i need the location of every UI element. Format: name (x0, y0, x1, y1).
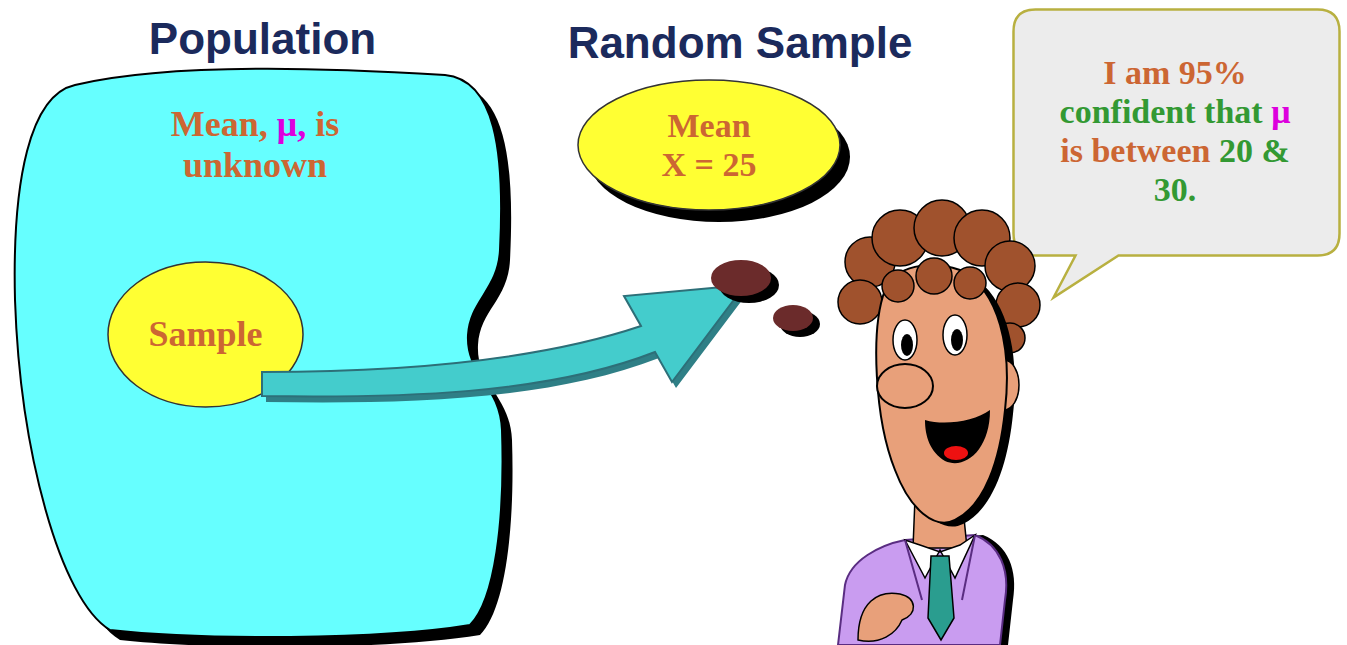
text-word: 20 (1219, 132, 1262, 169)
ellipse-heading: Random Sample (540, 18, 940, 69)
text-word: I (1103, 54, 1125, 91)
text-word: 30. (1154, 171, 1197, 208)
text-word: Mean (667, 107, 750, 144)
text-word: between (1091, 132, 1218, 169)
cartoon-man (838, 200, 1040, 645)
thought-dot (773, 305, 813, 331)
population-region: Sample PopulationMean, μ, is unknown (0, 0, 520, 645)
text-word: is (315, 104, 339, 144)
text-word: unknown (183, 145, 327, 185)
text-word: Sample (148, 314, 262, 354)
thought-dot (711, 260, 771, 296)
text-word: is (1060, 132, 1091, 169)
ellipse-outline (108, 262, 315, 457)
text-word: that (1204, 93, 1271, 130)
text-word: Sample (756, 18, 913, 67)
text-word: Mean, (171, 104, 277, 144)
speech-text: I am 95% confident that μ is between 20 … (1050, 53, 1300, 209)
text-word: 95% (1179, 54, 1247, 91)
region-heading: Population (115, 14, 410, 65)
region-fill (15, 69, 503, 637)
text-word: Random (568, 18, 756, 67)
text-word: μ (1271, 93, 1290, 130)
ellipse-label: Mean X = 25 (657, 106, 761, 184)
text-word: μ, (277, 104, 315, 144)
sample-mean-ellipse: Random SampleMean X = 25 (540, 10, 940, 235)
text-word: & (1261, 132, 1289, 169)
text-word: X (662, 146, 695, 183)
bubble-fill (1014, 10, 1340, 298)
region-text: Mean, μ, is unknown (135, 104, 375, 187)
text-word: = (695, 146, 723, 183)
text-word: am (1125, 54, 1179, 91)
text-word: 25 (722, 146, 756, 183)
ellipse-fill (108, 262, 303, 407)
speech-bubble: I am 95% confident that μ is between 20 … (1012, 8, 1342, 300)
ellipse-label: Sample (148, 314, 262, 355)
text-word: confident (1060, 93, 1205, 130)
text-word: Population (149, 14, 376, 63)
ellipse-fill (578, 80, 840, 210)
